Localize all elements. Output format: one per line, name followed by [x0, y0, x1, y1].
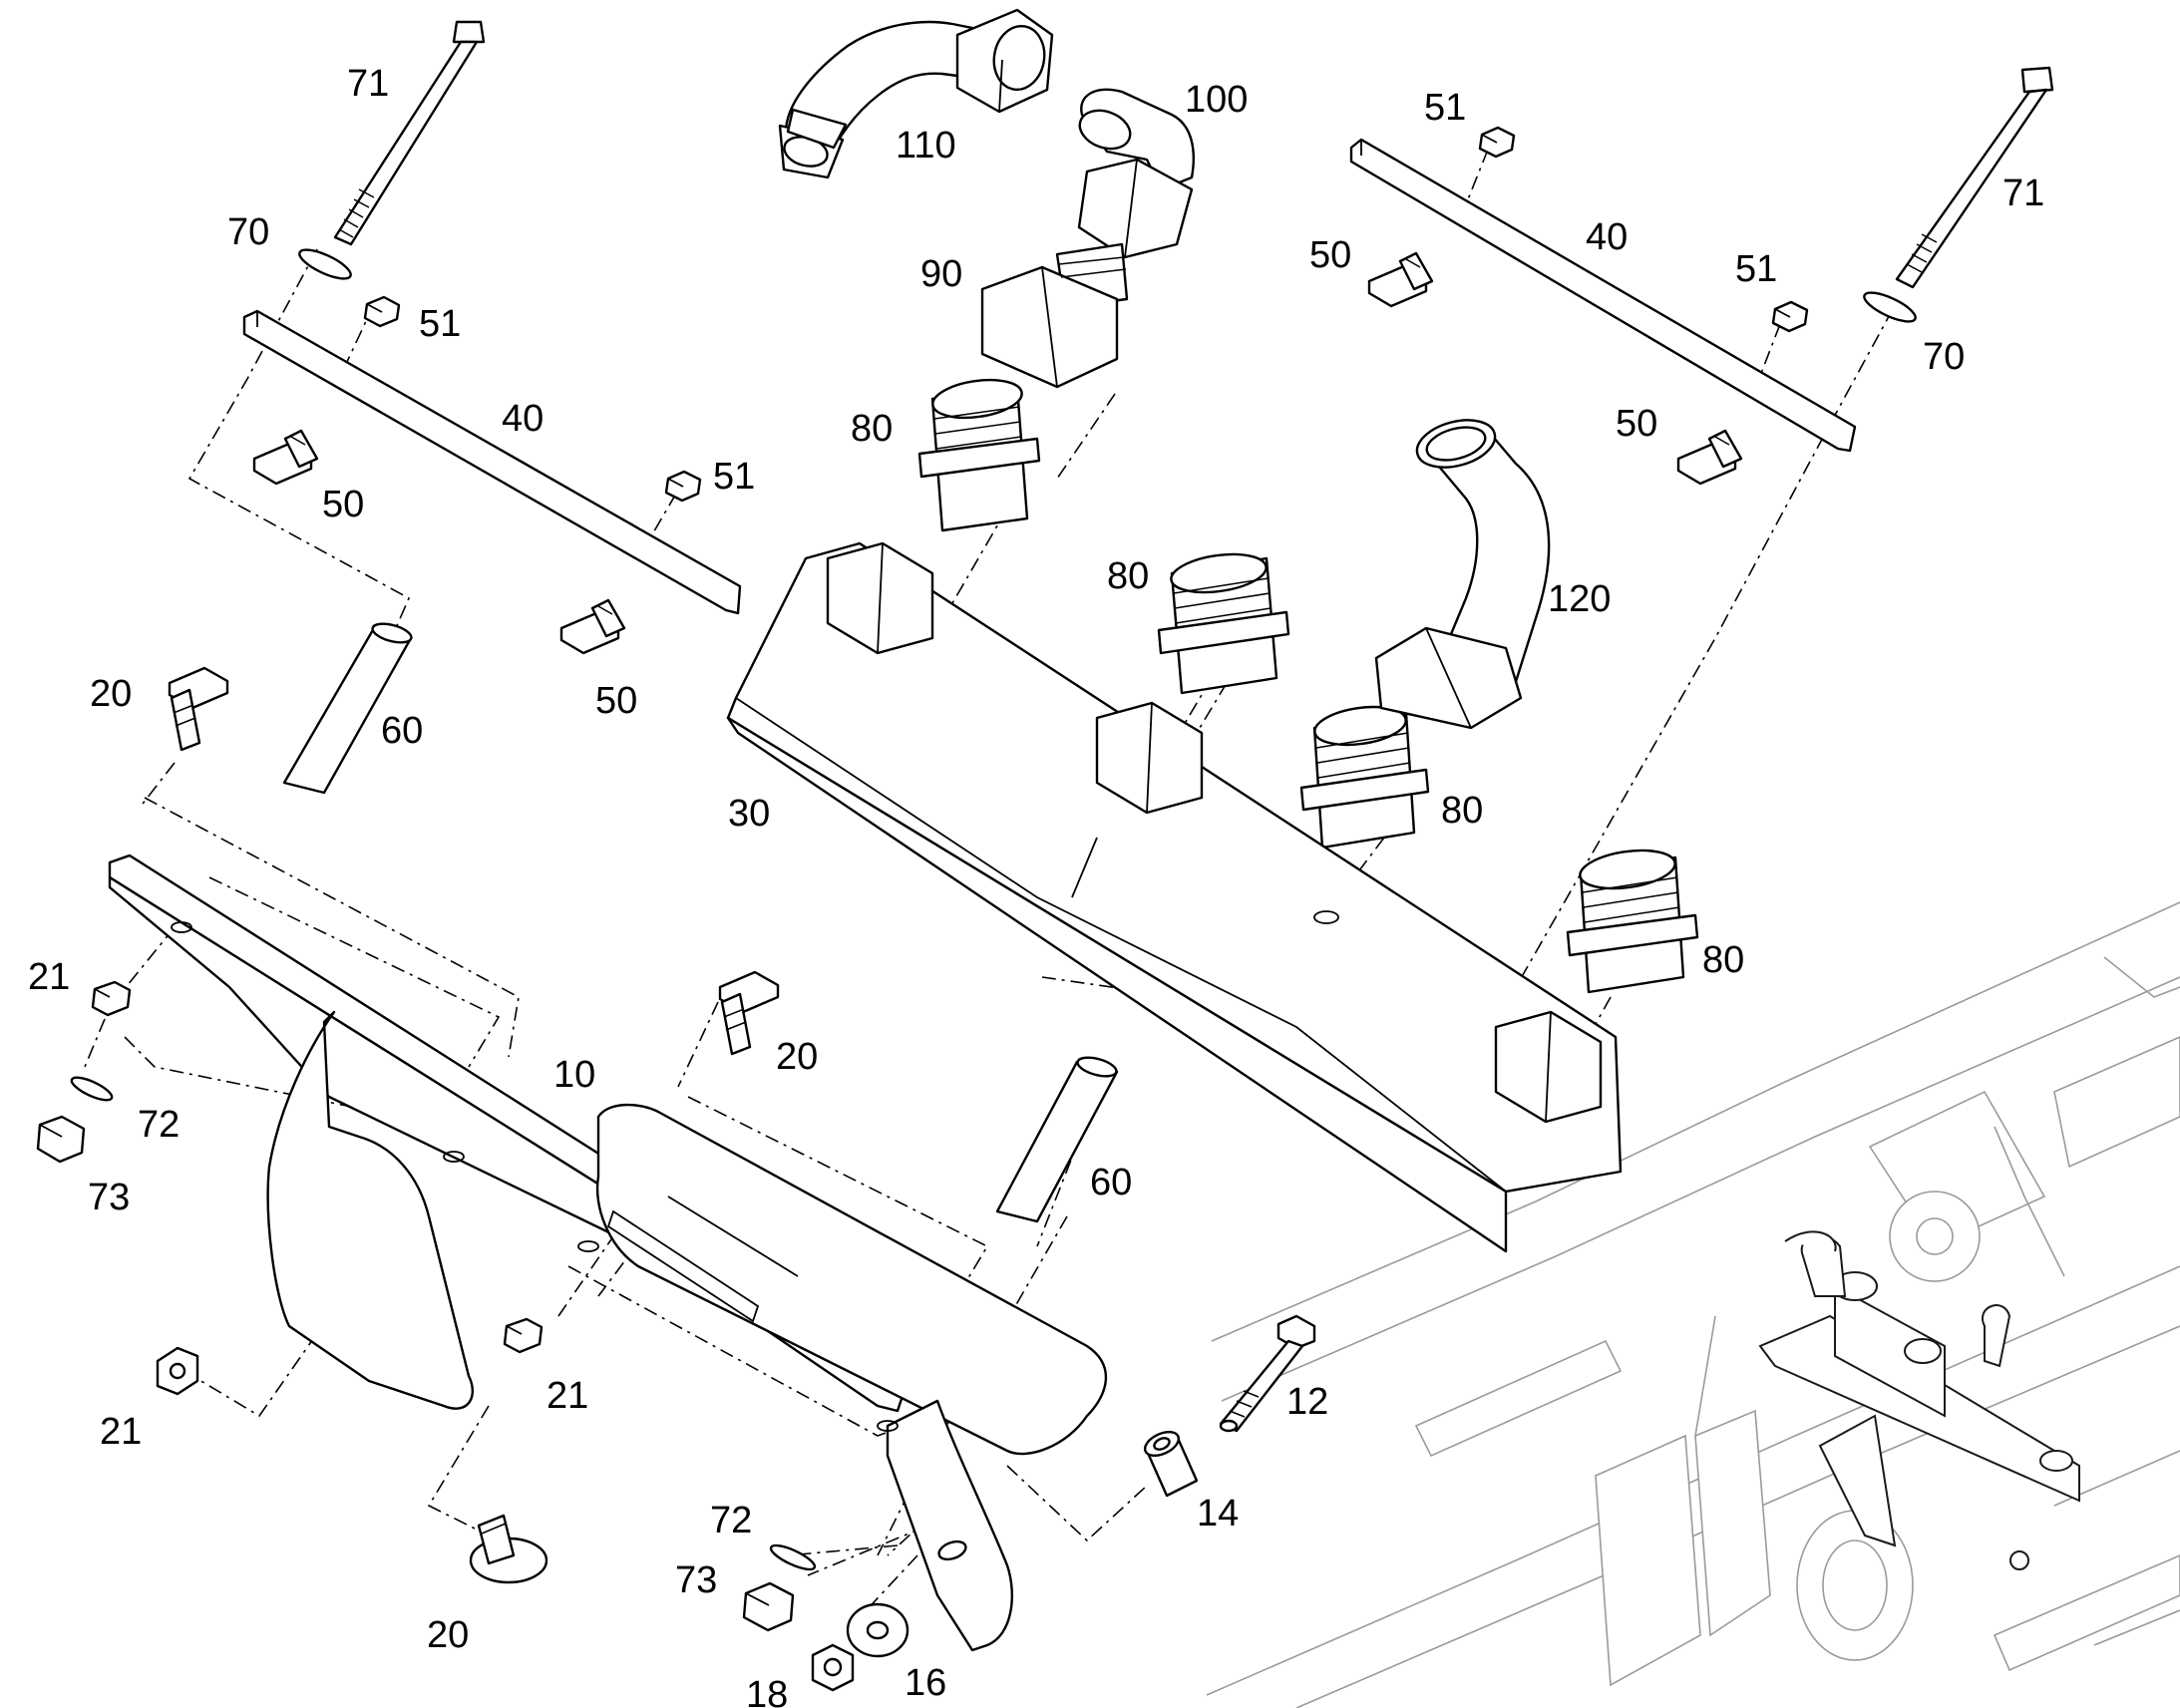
elbow-fitting-100 [1077, 88, 1195, 259]
label-40-right: 40 [1586, 216, 1628, 258]
bushing-14 [1143, 1430, 1199, 1498]
mounting-bracket-10 [108, 854, 1107, 1652]
nut-51-d [1771, 300, 1809, 333]
label-80-c: 80 [1441, 790, 1483, 832]
label-72-b: 72 [710, 1500, 752, 1541]
hose-elbow-120 [1374, 419, 1551, 730]
washer-72-b [769, 1543, 817, 1571]
nipple-80-d [1566, 849, 1699, 994]
label-90: 90 [920, 253, 962, 295]
label-20-b: 20 [776, 1036, 818, 1078]
bolt-71-left [333, 20, 486, 246]
strap-40-right [1349, 138, 1857, 453]
label-20-a: 20 [90, 673, 132, 715]
spacer-60-upper [282, 622, 413, 795]
label-21-a: 21 [28, 956, 70, 998]
nut-73-a [36, 1115, 86, 1164]
label-14: 14 [1197, 1493, 1239, 1535]
manifold-body-30 [726, 541, 1623, 1253]
vehicle-frame-inset [1206, 901, 2180, 1708]
label-73-a: 73 [88, 1177, 130, 1218]
label-16: 16 [905, 1662, 946, 1704]
screw-20-a [168, 666, 229, 752]
nipple-80-a [917, 378, 1041, 532]
nut-51-c [1478, 126, 1516, 159]
label-51-b: 51 [713, 456, 755, 498]
label-80-d: 80 [1702, 939, 1744, 981]
label-21-b: 21 [546, 1375, 588, 1417]
spacer-60-lower [995, 1056, 1119, 1223]
label-100: 100 [1185, 79, 1248, 121]
label-80-b: 80 [1107, 555, 1149, 597]
label-80-a: 80 [851, 408, 893, 450]
screw-20-b [718, 970, 780, 1056]
nut-51-b [664, 470, 702, 503]
label-60-lower: 60 [1090, 1162, 1132, 1203]
screw-50-c [1367, 251, 1434, 308]
washer-70-left [298, 248, 352, 280]
washer-16 [846, 1602, 909, 1658]
nut-51-a [363, 295, 401, 328]
label-50-c: 50 [1309, 234, 1351, 276]
label-70-left: 70 [227, 211, 269, 253]
label-10: 10 [553, 1054, 595, 1096]
label-71-right: 71 [2002, 172, 2044, 214]
hex-nut-21-c [156, 1346, 199, 1396]
adapter-90 [980, 242, 1129, 389]
label-20-c: 20 [427, 1614, 469, 1656]
hose-elbow-110 [778, 8, 1054, 179]
nipple-80-b [1157, 552, 1290, 695]
label-18: 18 [746, 1674, 788, 1708]
label-73-b: 73 [675, 1559, 717, 1601]
label-50-b: 50 [595, 680, 637, 722]
label-110: 110 [896, 125, 956, 167]
label-51-a: 51 [419, 303, 461, 345]
nut-21-a [91, 980, 132, 1017]
label-21-c: 21 [100, 1411, 142, 1453]
label-60-upper: 60 [381, 710, 423, 752]
label-51-d: 51 [1735, 248, 1777, 290]
nipple-80-c [1299, 705, 1430, 850]
label-50-d: 50 [1616, 403, 1657, 445]
nut-73-b [742, 1581, 795, 1632]
bolt-12 [1219, 1314, 1316, 1433]
screw-50-a [252, 429, 319, 486]
label-40-left: 40 [502, 398, 544, 440]
label-30: 30 [728, 793, 770, 835]
nut-18 [811, 1643, 855, 1692]
label-71-left: 71 [347, 63, 389, 105]
screw-50-d [1676, 429, 1743, 486]
screw-50-b [559, 598, 626, 655]
washer-72-a [70, 1076, 114, 1102]
label-50-a: 50 [322, 484, 364, 525]
stud-20-c [469, 1514, 548, 1584]
nut-21-b [503, 1317, 544, 1354]
label-120: 120 [1548, 578, 1611, 620]
strap-40-left [242, 309, 742, 615]
label-70-right: 70 [1923, 336, 1965, 378]
label-72-a: 72 [138, 1104, 180, 1146]
callout-labels: 71 70 51 40 50 51 50 110 100 90 80 80 80… [28, 63, 2044, 1708]
label-51-c: 51 [1424, 87, 1466, 129]
washer-70-right [1863, 291, 1917, 323]
bolt-71-right [1895, 66, 2054, 289]
label-12: 12 [1286, 1381, 1328, 1423]
